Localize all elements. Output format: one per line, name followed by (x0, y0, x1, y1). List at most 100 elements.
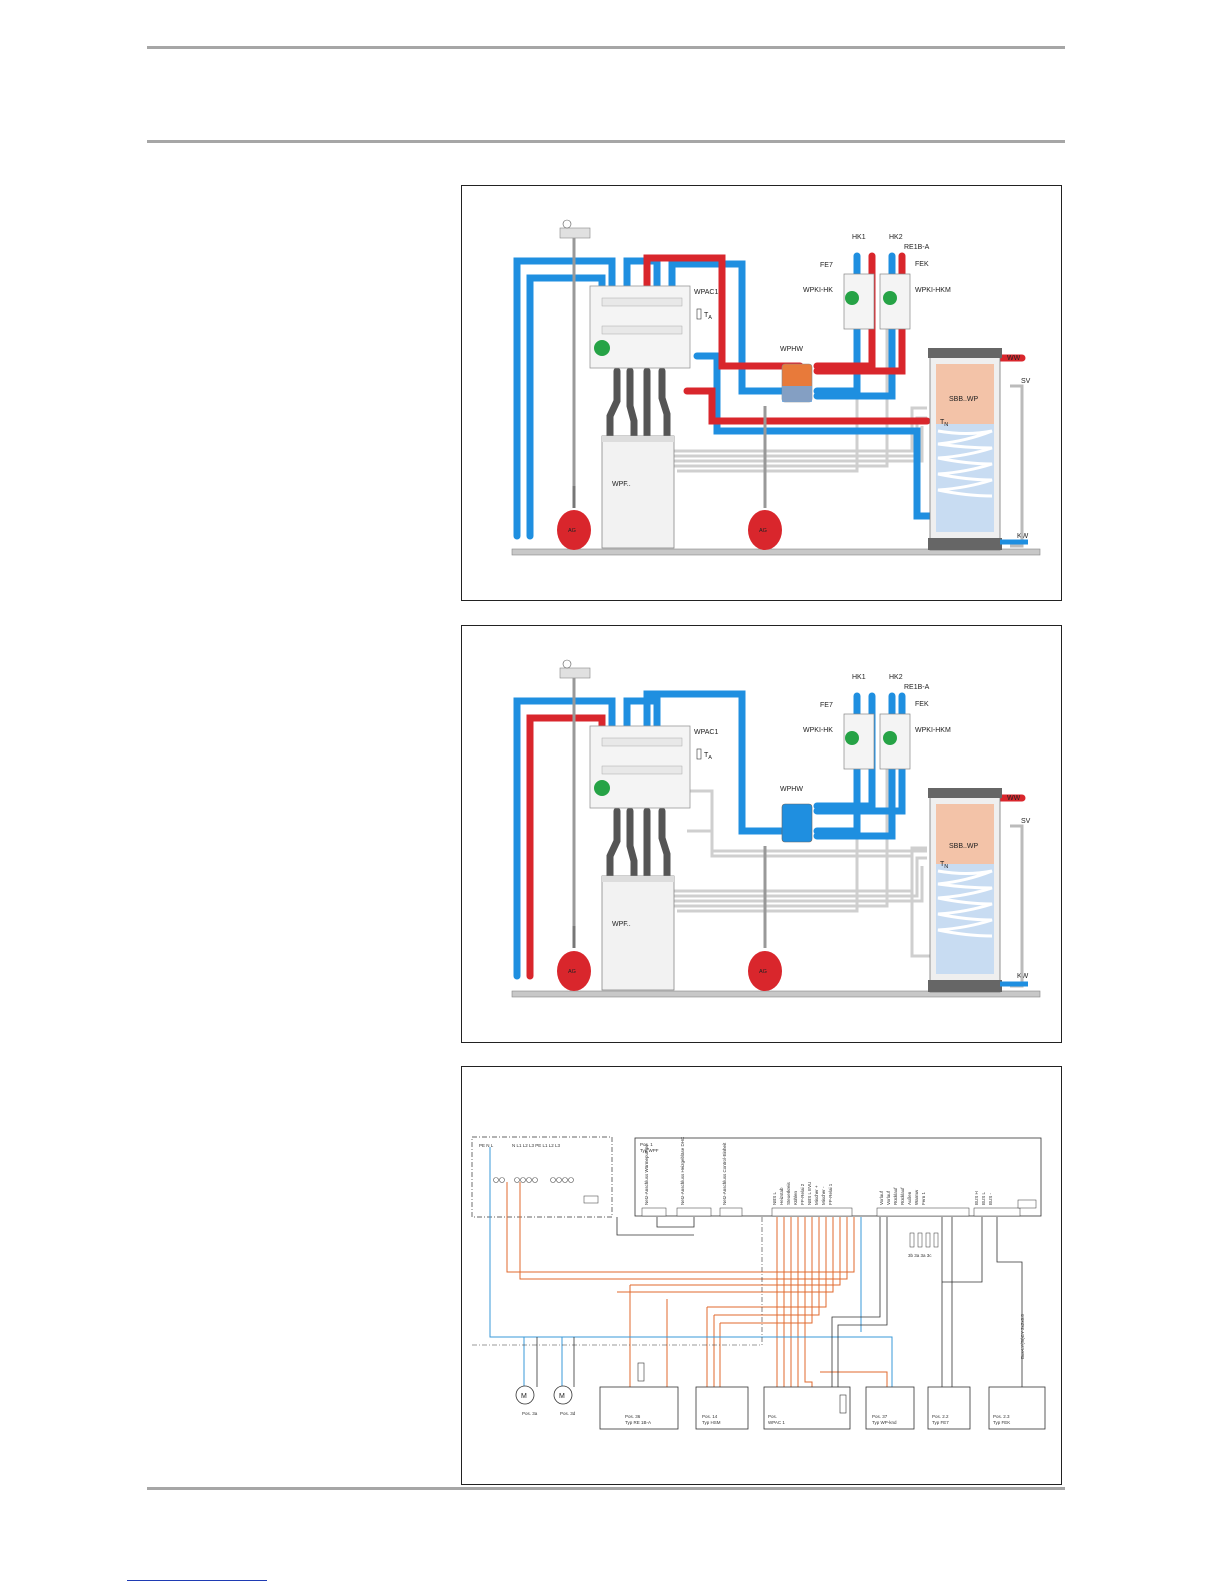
supply-box (471, 1136, 613, 1218)
label-re1ba: RE1B-A (904, 684, 930, 691)
label-hk1: HK1 (852, 234, 866, 241)
svg-text:Außen: Außen (907, 1191, 912, 1205)
dark-pipes (606, 367, 671, 440)
svg-text:Typ HSM: Typ HSM (702, 1420, 721, 1425)
label-wpki-hkm: WPKI-HKM (915, 287, 951, 294)
label-ww: WW (1007, 355, 1021, 362)
wphw-separator (781, 803, 813, 843)
floor-base (511, 548, 1041, 556)
label-wpki-hkm: WPKI-HKM (915, 727, 951, 734)
label-wpf: WPF.. (612, 481, 631, 488)
dark-pipes (606, 807, 671, 880)
heat-pump-wpf (601, 875, 675, 991)
svg-text:Rücklauf: Rücklauf (900, 1187, 905, 1205)
sensor-labels: 3b 3a 3a 3c (908, 1253, 932, 1258)
floor-base (511, 990, 1041, 998)
svg-text:Rücklauf: Rücklauf (893, 1187, 898, 1205)
component-wpkihk: Pos. 37 Typ WP-knd (865, 1386, 915, 1430)
temperature-sensors (909, 1232, 939, 1248)
svg-text:Steuerkreis: Steuerkreis (786, 1181, 791, 1205)
svg-text:Typ FEK: Typ FEK (993, 1420, 1010, 1425)
label-ww: WW (1007, 795, 1021, 802)
svg-text:NBS L: NBS L (772, 1191, 777, 1205)
label-fe7: FE7 (820, 702, 833, 709)
label-wpac1: WPAC1 (694, 289, 718, 296)
label-tn: TN (940, 861, 948, 870)
label-wphw: WPHW (780, 786, 803, 793)
safety-group (559, 227, 591, 239)
label-fek: FEK (915, 261, 929, 268)
svg-text:Typ FE7: Typ FE7 (932, 1420, 949, 1425)
footer-link-line (127, 1580, 267, 1581)
svg-text:Mischer +: Mischer + (814, 1185, 819, 1205)
expansion-vessel-2: AG (748, 846, 782, 991)
svg-text:AG: AG (759, 528, 767, 534)
motor-m1: M Pos. 3a (515, 1385, 538, 1416)
label-wphw: WPHW (780, 346, 803, 353)
component-hsm: Pos. 14 Typ HSM (695, 1386, 749, 1430)
svg-text:BUS L: BUS L (981, 1191, 986, 1205)
label-fek: FEK (915, 701, 929, 708)
controller-box-wpf (634, 1137, 1042, 1217)
expansion-vessel-1: AG (557, 926, 591, 991)
label-wpac1: WPAC1 (694, 729, 718, 736)
svg-text:M: M (521, 1393, 527, 1400)
supply-top-label: PE N L (479, 1143, 494, 1148)
sensor-icon (696, 308, 702, 320)
black-wires (536, 1217, 1023, 1387)
svg-text:Warmw: Warmw (914, 1189, 919, 1205)
expansion-vessel-2: AG (748, 406, 782, 550)
svg-text:Netz-Anschluss Control-Einheit: Netz-Anschluss Control-Einheit (722, 1142, 727, 1205)
component-fek: Pos. 2.3 Typ FEK (988, 1386, 1046, 1430)
svg-text:FP-Relai 1: FP-Relai 1 (828, 1183, 833, 1205)
safety-group (559, 667, 591, 679)
svg-text:NBS L EVU: NBS L EVU (807, 1182, 812, 1205)
svg-text:BUS H: BUS H (974, 1191, 979, 1205)
hydraulic-svg-2: WPAC1 TA WPF.. AG AG WPHW HK1 HK2 RE1B-A… (511, 659, 1041, 998)
svg-text:FP-Relai 2: FP-Relai 2 (800, 1183, 805, 1205)
storage-tank-sbb (928, 348, 1002, 551)
svg-text:Pos. 36: Pos. 36 (625, 1414, 641, 1419)
svg-text:Heizstab: Heizstab (779, 1187, 784, 1205)
label-ta: TA (704, 752, 712, 761)
hydraulic-diagram-1: WPAC1 TA WPF.. AG AG WPHW HK1 HK2 RE1B-A… (461, 185, 1062, 601)
svg-text:WPAC 1: WPAC 1 (768, 1420, 785, 1425)
pump-icon (594, 780, 610, 796)
svg-text:Pos. 37: Pos. 37 (872, 1414, 888, 1419)
label-hk2: HK2 (889, 674, 903, 681)
svg-text:Mischer -: Mischer - (821, 1186, 826, 1205)
expansion-vessel-1: AG (557, 486, 591, 550)
svg-text:Pos.: Pos. (768, 1414, 777, 1419)
pump-icon (594, 340, 610, 356)
orange-wires (506, 1182, 888, 1387)
svg-text:Fern 1: Fern 1 (921, 1191, 926, 1205)
svg-text:Netz-Anschluss Wärmepumpe: Netz-Anschluss Wärmepumpe (644, 1144, 649, 1205)
label-wpki-hk: WPKI-HK (803, 727, 833, 734)
wiring-svg: PE N L N L1 L2 L3 PE L1 L2 L3 Pos. 1 Typ… (471, 1136, 1046, 1430)
label-sv: SV (1021, 378, 1031, 385)
bus-cable-label: Bus-LY(St)CY 2x2x0.8 (1020, 1314, 1025, 1359)
label-sbb: SBB..WP (949, 396, 979, 403)
label-tn: TN (940, 419, 948, 428)
svg-text:Netz-Anschluss Heizgebläse DHC: Netz-Anschluss Heizgebläse DHC (680, 1136, 685, 1205)
svg-text:AG: AG (759, 969, 767, 975)
svg-text:Pos. 3d: Pos. 3d (560, 1411, 576, 1416)
label-hk1: HK1 (852, 674, 866, 681)
heat-pump-wpf (601, 435, 675, 549)
motor-m2: M Pos. 3d (553, 1385, 576, 1416)
hydraulic-diagram-2: WPAC1 TA WPF.. AG AG WPHW HK1 HK2 RE1B-A… (461, 625, 1062, 1043)
svg-text:Pos. 2.2: Pos. 2.2 (932, 1414, 949, 1419)
label-fe7: FE7 (820, 262, 833, 269)
svg-text:M: M (559, 1393, 565, 1400)
component-wpac1: Pos. WPAC 1 (763, 1386, 851, 1430)
header-rule (147, 140, 1065, 143)
footer-rule (147, 1487, 1065, 1490)
sensor-icon (696, 748, 702, 760)
supply-phase-label: N L1 L2 L3 PE L1 L2 L3 (512, 1143, 561, 1148)
fuse-symbols (493, 1177, 599, 1204)
svg-text:Vorlauf: Vorlauf (886, 1190, 891, 1205)
svg-text:BUS -: BUS - (988, 1192, 993, 1205)
label-sbb: SBB..WP (949, 843, 979, 850)
gauge-icon (562, 219, 572, 229)
svg-text:Typ WP-knd: Typ WP-knd (872, 1420, 897, 1425)
